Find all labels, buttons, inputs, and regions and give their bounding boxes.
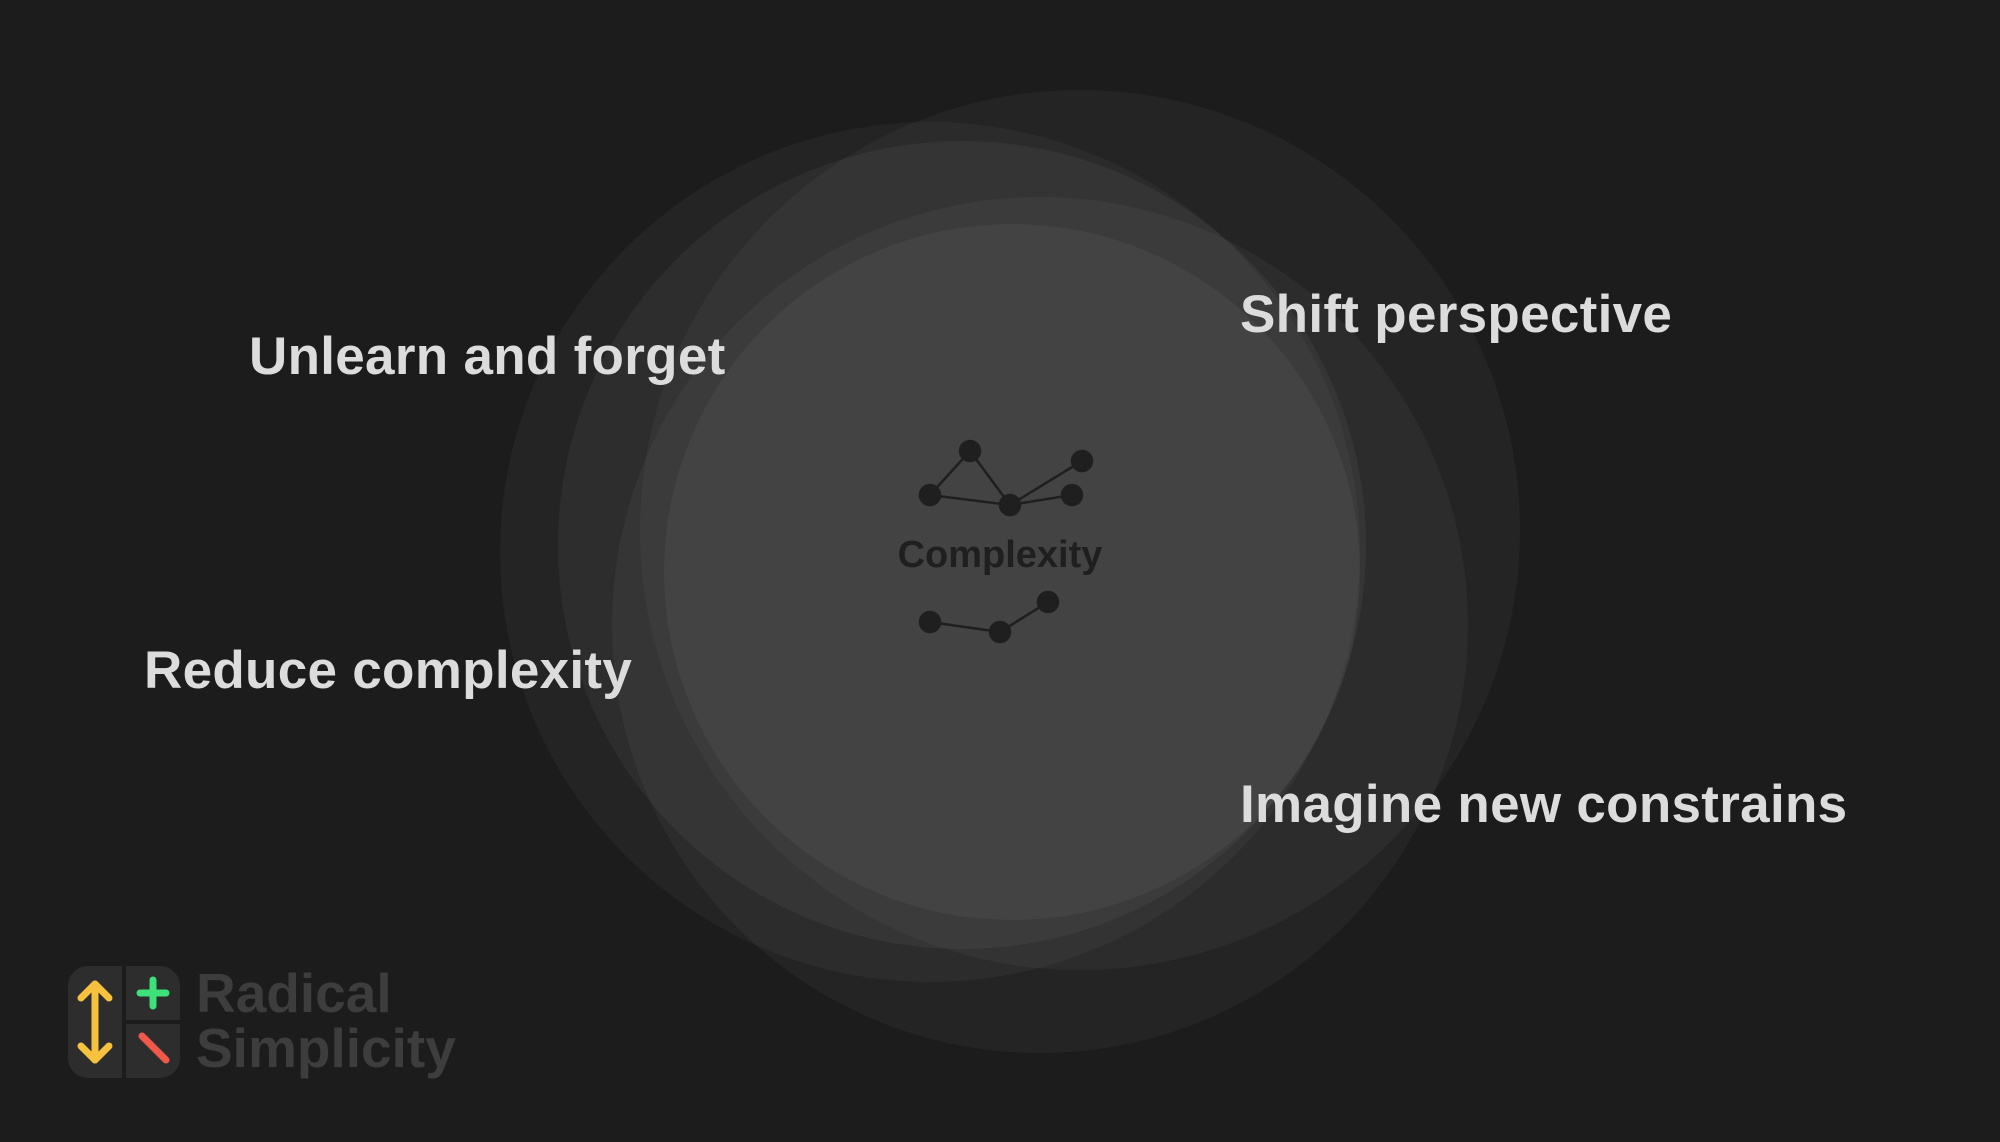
center-label: Complexity [897,534,1103,576]
label-shift-perspective: Shift perspective [1240,285,1673,344]
minus-slash-icon [138,1032,170,1064]
circle-4 [612,197,1468,1053]
radical-simplicity-logo [68,966,180,1078]
network-graph-top-icon [918,439,1094,517]
network-graph-bottom-icon [918,590,1060,644]
circle-3 [558,141,1366,949]
plus-icon [136,976,170,1010]
logo-wordmark: Radical Simplicity [196,966,456,1076]
logo-line-1: Radical [196,962,392,1024]
label-reduce-complexity: Reduce complexity [144,641,633,700]
logo-line-2: Simplicity [196,1017,456,1079]
label-imagine-new-constrains: Imagine new constrains [1240,775,1848,834]
circle-5 [664,224,1360,920]
vertical-arrows-icon [77,980,113,1064]
label-unlearn-and-forget: Unlearn and forget [249,327,726,386]
